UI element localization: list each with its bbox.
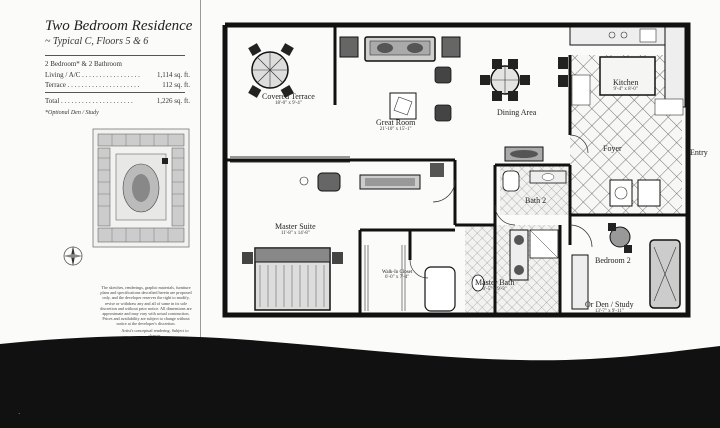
spec-value: 1,226 sq. ft.: [156, 97, 190, 105]
room-name: Master Bath: [475, 278, 515, 287]
room-name: Bedroom 2: [595, 256, 631, 265]
spec-row-living: Living / A/C . . . . . . . . . . . . . .…: [45, 71, 190, 79]
master-lounge-chair: [299, 172, 341, 192]
legal-disclaimer: The sketches, renderings, graphic materi…: [100, 285, 192, 327]
room-label-kitchen: Kitchen 9'-4" x 8'-0": [613, 78, 638, 92]
render-note: Artist's conceptual rendering. Subject t…: [121, 328, 189, 338]
bed-bath-count: 2 Bedroom* & 2 Bathroom: [45, 60, 122, 68]
room-name: Bath 2: [525, 196, 547, 205]
room-name: Kitchen: [613, 78, 639, 87]
room-label-covered-terrace: Covered Terrace 18'-0" x 9'-4": [262, 92, 315, 106]
spec-row-total: Total . . . . . . . . . . . . . . . . . …: [45, 97, 190, 105]
room-name: Dining Area: [497, 108, 537, 117]
room-name: Walk-In Closet: [382, 270, 413, 275]
room-dims: 9'-4" x 8'-0": [613, 87, 638, 92]
divider: [45, 55, 185, 56]
great-room-sofa: [339, 36, 461, 62]
room-dims: 18'-0" x 9'-4": [275, 101, 302, 106]
compass-icon: [63, 246, 83, 266]
room-label-walk-in-closet: Walk-In Closet 6'-0" x 7'-4": [382, 270, 412, 280]
residence-title: Two Bedroom Residence: [45, 18, 193, 34]
page-marker: ·: [18, 410, 21, 418]
room-label-bedroom-2: Bedroom 2: [595, 256, 631, 265]
spec-label: Terrace . . . . . . . . . . . . . . . . …: [45, 81, 140, 89]
bath-2-fixtures: [502, 170, 567, 192]
info-panel: Two Bedroom Residence ~ Typical C, Floor…: [0, 0, 201, 345]
room-dims: 6'-0" x 7'-4": [385, 275, 410, 280]
room-dims: 13'-7" x 9'-11": [594, 309, 624, 314]
console-table: [504, 146, 544, 162]
bedroom-2-furniture: [571, 223, 681, 310]
door-swings: [409, 134, 593, 279]
room-name: Great Room: [376, 118, 416, 127]
coffee-table: [389, 92, 417, 120]
master-bed: [242, 247, 343, 311]
room-name: Foyer: [603, 144, 622, 153]
room-label-master-bath: Master Bath 9'-5" x 9'-3": [475, 278, 514, 292]
room-label-master-suite: Master Suite 11'-8" x 14'-8": [275, 222, 316, 236]
master-bath-fixtures: [424, 229, 559, 312]
room-label-bath-2: Bath 2: [525, 196, 546, 205]
spec-label: Living / A/C . . . . . . . . . . . . . .…: [45, 71, 140, 79]
spec-value: 112 sq. ft.: [162, 81, 190, 89]
room-name: Or Den / Study: [585, 300, 634, 309]
plant: [430, 163, 444, 177]
room-label-foyer: Foyer: [603, 144, 622, 153]
optional-note: *Optional Den / Study: [45, 110, 99, 116]
room-name: Master Suite: [275, 222, 316, 231]
residence-subtitle: ~ Typical C, Floors 5 & 6: [45, 36, 149, 47]
kitchen-counters: [558, 26, 686, 116]
dining-set: [480, 59, 530, 101]
master-dresser: [359, 174, 421, 190]
walk-in-closet-shelving: [364, 245, 406, 311]
site-plan-thumbnail: [92, 128, 190, 248]
divider: [45, 92, 185, 93]
armchairs: [434, 66, 452, 122]
room-dims: 9'-5" x 9'-3": [482, 287, 507, 292]
interior-walls: [225, 25, 688, 315]
room-dims: 21'-10" x 15'-1": [379, 127, 412, 132]
room-label-great-room: Great Room 21'-10" x 15'-1": [376, 118, 415, 132]
room-dims: 11'-8" x 14'-8": [280, 231, 310, 236]
room-name: Covered Terrace: [262, 92, 315, 101]
room-label-den-study: Or Den / Study 13'-7" x 9'-11": [585, 300, 634, 314]
room-label-dining-area: Dining Area: [497, 108, 536, 117]
terrace-sliding-door: [230, 156, 350, 163]
spec-value: 1,114 sq. ft.: [157, 71, 190, 79]
laundry-closet: [609, 179, 661, 207]
floor-plan: [222, 22, 691, 318]
exterior-walls: [222, 22, 691, 318]
entry-label: Entry: [690, 148, 708, 157]
terrace-dining-set: [248, 43, 294, 98]
spec-row-terrace: Terrace . . . . . . . . . . . . . . . . …: [45, 81, 190, 89]
spec-label: Total . . . . . . . . . . . . . . . . . …: [45, 97, 133, 105]
